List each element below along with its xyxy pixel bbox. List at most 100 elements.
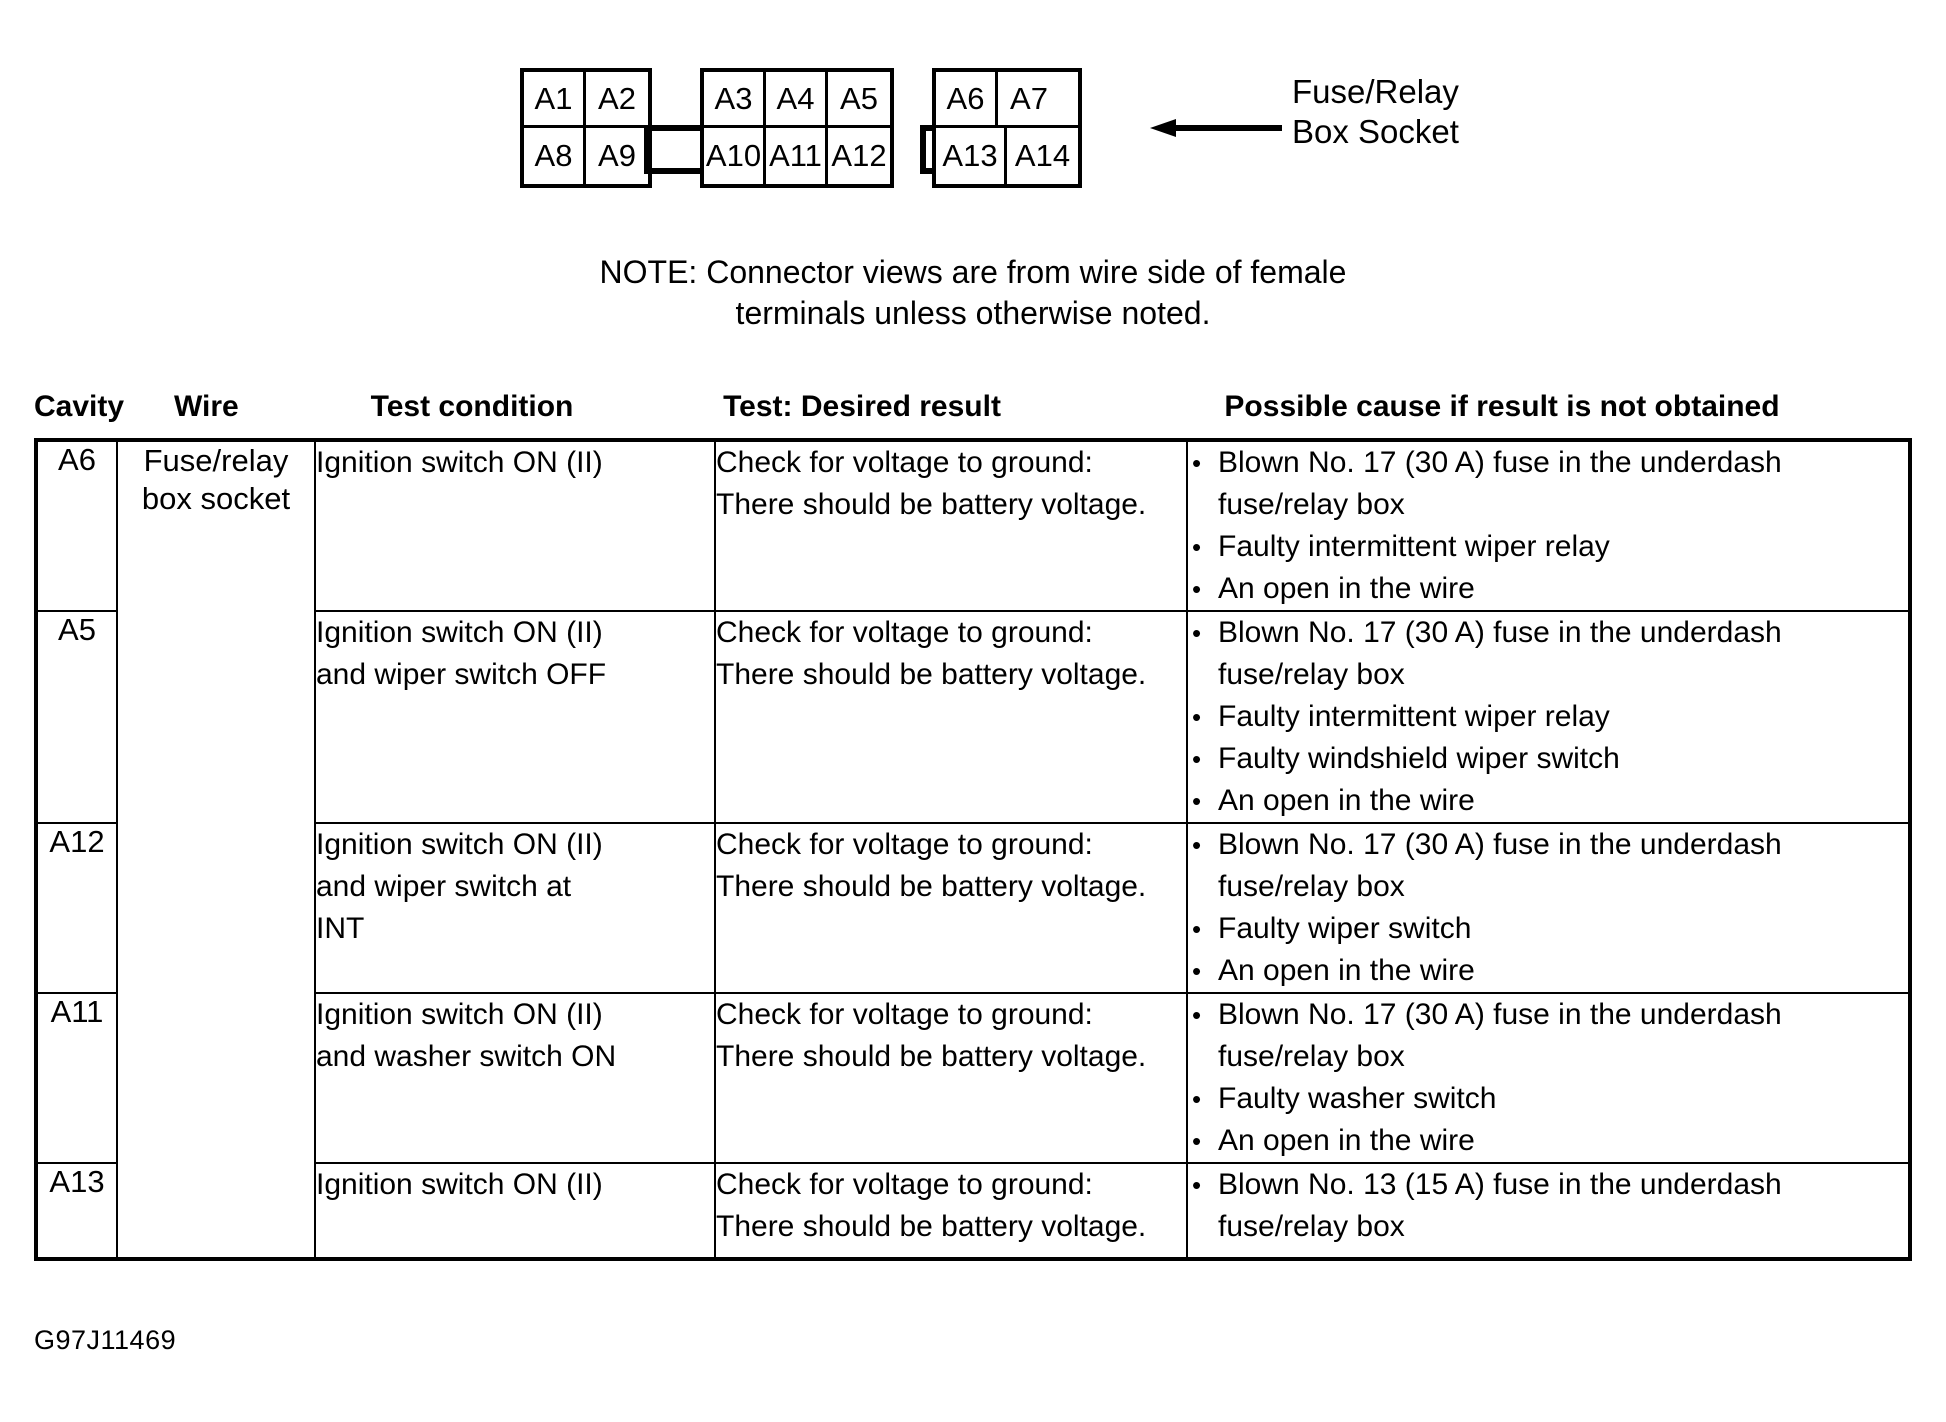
test-condition-line: Ignition switch ON (II) [316, 616, 603, 649]
possible-cause-list: Blown No. 17 (30 A) fuse in the underdas… [1188, 824, 1908, 992]
connector-bridge-1-left [644, 125, 650, 174]
test-condition-line: Ignition switch ON (II) [316, 998, 603, 1031]
table-row: A13 Ignition switch ON (II) Check for volt… [35, 1162, 1911, 1260]
possible-cause-item: Faulty intermittent wiper relay [1188, 696, 1908, 738]
connector-note: NOTE: Connector views are from wire side… [0, 252, 1946, 334]
connector-note-line-1: NOTE: Connector views are from wire side… [599, 254, 1347, 290]
connector-group-3-bottom-row: A13 A14 [936, 128, 1078, 184]
cell-possible-cause: Blown No. 17 (30 A) fuse in the underdas… [1186, 610, 1911, 824]
cell-cavity: A5 [35, 610, 118, 824]
desired-result-line: Check for voltage to ground: [716, 828, 1093, 861]
diagnostic-table-section: Cavity Wire Test condition Test: Desired… [34, 390, 1912, 1261]
test-condition-line: INT [316, 912, 365, 945]
connector-group-3-top-row: A6 A7 [936, 72, 1078, 129]
connector-pin-a5: A5 [840, 80, 878, 116]
desired-result-line: Check for voltage to ground: [716, 616, 1093, 649]
connector-pinout-diagram: A1 A2 A8 A9 A3 A4 A5 A10 A11 A12 A6 A7 A… [520, 68, 1200, 188]
cell-possible-cause: Blown No. 17 (30 A) fuse in the underdas… [1186, 992, 1911, 1164]
diagnostic-table-header-row: Cavity Wire Test condition Test: Desired… [34, 390, 1912, 438]
cell-test-condition: Ignition switch ON (II) and washer switch… [314, 992, 716, 1164]
connector-pin-a7: A7 [1010, 80, 1048, 116]
cell-test-condition: Ignition switch ON (II) [314, 1162, 716, 1260]
test-condition-line: and washer switch ON [316, 1040, 617, 1073]
connector-group-2: A3 A4 A5 A10 A11 A12 [700, 68, 894, 188]
connector-pin-a12: A12 [831, 138, 887, 174]
connector-pin-a9: A9 [598, 138, 636, 174]
possible-cause-item: An open in the wire [1188, 780, 1908, 822]
connector-pin-a6: A6 [936, 72, 998, 126]
connector-pin-a11: A11 [766, 128, 828, 184]
connector-pin-a10: A10 [704, 128, 766, 184]
desired-result-line: Check for voltage to ground: [716, 446, 1093, 479]
socket-callout-arrow-icon [1150, 119, 1282, 137]
possible-cause-item: An open in the wire [1188, 568, 1908, 610]
table-row: A5 Ignition switch ON (II) and wiper switc… [35, 610, 1911, 824]
possible-cause-item: Faulty washer switch [1188, 1078, 1908, 1120]
cell-cavity: A13 [35, 1162, 118, 1260]
desired-result-line: Check for voltage to ground: [716, 1168, 1093, 1201]
connector-pin-a2: A2 [598, 80, 636, 116]
desired-result-line: There should be battery voltage. [716, 488, 1147, 521]
possible-cause-item: Blown No. 13 (15 A) fuse in the underdas… [1188, 1164, 1908, 1248]
possible-cause-item: Blown No. 17 (30 A) fuse in the underdas… [1188, 612, 1908, 696]
connector-group-1: A1 A2 A8 A9 [520, 68, 652, 188]
cell-desired-result: Check for voltage to ground: There should… [714, 822, 1188, 994]
connector-pin-a4: A4 [766, 72, 828, 126]
cell-test-condition: Ignition switch ON (II) and wiper switch … [314, 610, 716, 824]
connector-group-1-bottom-row: A8 A9 [524, 128, 648, 184]
table-row: A12 Ignition switch ON (II) and wiper swit… [35, 822, 1911, 994]
possible-cause-item: Blown No. 17 (30 A) fuse in the underdas… [1188, 994, 1908, 1078]
possible-cause-list: Blown No. 17 (30 A) fuse in the underdas… [1188, 442, 1908, 610]
desired-result-line: There should be battery voltage. [716, 658, 1147, 691]
test-condition-line: Ignition switch ON (II) [316, 1168, 603, 1201]
cell-test-condition: Ignition switch ON (II) and wiper switch … [314, 822, 716, 994]
cell-cavity: A12 [35, 822, 118, 994]
cell-cavity: A11 [35, 992, 118, 1164]
cell-desired-result: Check for voltage to ground: There should… [714, 992, 1188, 1164]
possible-cause-item: Faulty intermittent wiper relay [1188, 526, 1908, 568]
column-header-test-condition: Test condition [370, 390, 574, 423]
possible-cause-list: Blown No. 13 (15 A) fuse in the underdas… [1188, 1164, 1908, 1248]
cell-desired-result: Check for voltage to ground: There should… [714, 439, 1188, 612]
connector-pin-a8: A8 [524, 128, 586, 184]
connector-bridge-1-lower [644, 168, 704, 174]
desired-result-line: There should be battery voltage. [716, 1040, 1147, 1073]
possible-cause-item: An open in the wire [1188, 1120, 1908, 1162]
cell-cavity: A6 [35, 439, 118, 612]
connector-pin-a1: A1 [524, 72, 586, 126]
column-header-wire: Wire [174, 390, 239, 423]
possible-cause-item: Blown No. 17 (30 A) fuse in the underdas… [1188, 442, 1908, 526]
connector-note-line-2: terminals unless otherwise noted. [735, 295, 1211, 331]
figure-reference-code: G97J11469 [34, 1325, 177, 1355]
connector-group-2-bottom-row: A10 A11 A12 [704, 128, 890, 184]
socket-callout-label: Fuse/Relay Box Socket [1292, 73, 1459, 150]
column-header-possible-cause: Possible cause if result is not obtained [1224, 390, 1780, 423]
possible-cause-item: An open in the wire [1188, 950, 1908, 992]
connector-pin-a13: A13 [936, 128, 1007, 184]
desired-result-line: Check for voltage to ground: [716, 998, 1093, 1031]
connector-group-1-top-row: A1 A2 [524, 72, 648, 129]
cell-possible-cause: Blown No. 17 (30 A) fuse in the underdas… [1186, 439, 1911, 612]
connector-group-3: A6 A7 A13 A14 [932, 68, 1082, 188]
connector-pin-a3: A3 [704, 72, 766, 126]
cell-desired-result: Check for voltage to ground:There should… [714, 1162, 1188, 1260]
possible-cause-list: Blown No. 17 (30 A) fuse in the underdas… [1188, 994, 1908, 1162]
table-row: A11 Ignition switch ON (II) and washer swi… [35, 992, 1911, 1164]
connector-pin-a14: A14 [1014, 138, 1071, 174]
possible-cause-item: Faulty wiper switch [1188, 908, 1908, 950]
cell-possible-cause: Blown No. 17 (30 A) fuse in the underdas… [1186, 822, 1911, 994]
test-condition-line: and wiper switch OFF [316, 658, 607, 691]
possible-cause-list: Blown No. 17 (30 A) fuse in the underdas… [1188, 612, 1908, 822]
test-condition-line: Ignition switch ON (II) [316, 828, 603, 861]
column-header-desired-result: Test: Desired result [723, 390, 1001, 423]
test-condition-line: and wiper switch at [316, 870, 572, 903]
possible-cause-item: Blown No. 17 (30 A) fuse in the underdas… [1188, 824, 1908, 908]
connector-group-2-top-row: A3 A4 A5 [704, 72, 890, 129]
cell-wire-line: Fuse/relay [143, 443, 289, 478]
cell-desired-result: Check for voltage to ground: There should… [714, 610, 1188, 824]
desired-result-line: There should be battery voltage. [716, 870, 1147, 903]
cell-wire-line: box socket [141, 481, 291, 516]
